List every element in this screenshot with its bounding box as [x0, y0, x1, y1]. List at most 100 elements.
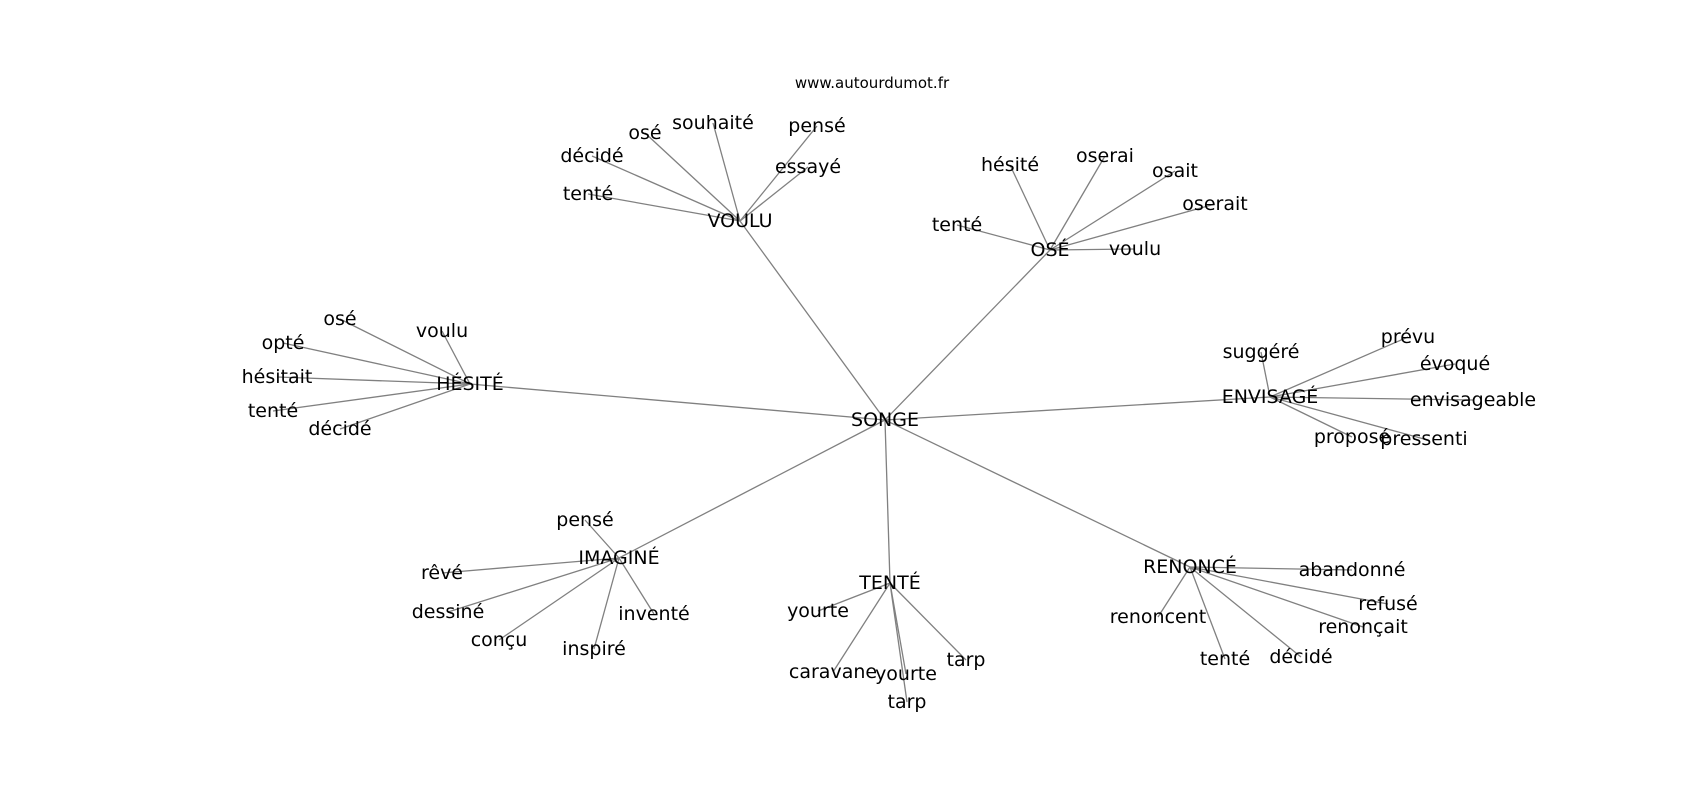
- hub-child-edge: [1049, 155, 1106, 251]
- hub-child-edge: [584, 519, 620, 559]
- hub-child-edge: [441, 557, 620, 574]
- leaf-node-label: yourte: [787, 600, 849, 622]
- leaf-node-label: osé: [628, 122, 661, 144]
- hub-child-edge: [1189, 566, 1302, 658]
- leaf-node-label: pensé: [788, 115, 845, 137]
- leaf-node-label: pensé: [556, 509, 613, 531]
- leaf-node-label: rêvé: [421, 562, 463, 584]
- leaf-node-label: yourte: [875, 663, 937, 685]
- leaf-node-label: oserai: [1076, 145, 1134, 167]
- hub-child-edge: [587, 193, 741, 222]
- hub-node-label: VOULU: [707, 210, 772, 232]
- hub-node-label: HÉSITÉ: [436, 372, 504, 395]
- root-hub-edge: [884, 249, 1051, 421]
- hub-child-edge: [956, 224, 1051, 251]
- hub-child-edge: [272, 383, 471, 412]
- root-hub-edge: [884, 396, 1271, 421]
- root-hub-edge: [469, 383, 886, 421]
- root-node-label: SONGE: [851, 409, 919, 431]
- hub-child-edge: [1269, 363, 1456, 398]
- hub-child-edge: [1189, 566, 1364, 628]
- hub-child-edge: [1189, 566, 1389, 605]
- leaf-node-label: hésité: [981, 154, 1039, 176]
- leaf-node-label: tenté: [248, 400, 298, 422]
- hub-child-edge: [832, 582, 891, 673]
- leaf-node-label: décidé: [1269, 646, 1332, 668]
- leaf-node-label: souhaité: [672, 112, 754, 134]
- root-hub-edge: [739, 220, 886, 421]
- leaf-node-label: proposé: [1314, 426, 1390, 448]
- root-hub-edge: [884, 419, 891, 584]
- leaf-node-label: voulu: [416, 320, 468, 342]
- hub-child-edge: [618, 557, 655, 615]
- hub-child-edge: [1049, 170, 1176, 251]
- hub-child-edge: [498, 557, 620, 641]
- hub-child-edge: [712, 122, 741, 222]
- hub-child-edge: [1269, 396, 1425, 440]
- leaf-node-label: renoncent: [1110, 606, 1206, 628]
- leaf-node-label: suggéré: [1223, 341, 1300, 363]
- hub-node-label: TENTÉ: [858, 571, 920, 594]
- leaf-node-label: essayé: [775, 156, 841, 178]
- leaf-node-label: abandonné: [1299, 559, 1406, 581]
- leaf-node-label: renonçait: [1318, 616, 1408, 638]
- leaf-node-label: tenté: [932, 214, 982, 236]
- root-hub-edge: [884, 419, 1191, 568]
- hub-child-edge: [1009, 164, 1051, 251]
- hub-child-edge: [644, 132, 741, 222]
- hub-child-edge: [1049, 203, 1216, 251]
- hub-node-label: RENONCÉ: [1143, 555, 1237, 578]
- hub-child-edge: [1049, 248, 1136, 251]
- leaf-node-label: opté: [262, 332, 305, 354]
- hub-child-edge: [339, 383, 471, 430]
- hub-child-edge: [1260, 351, 1271, 398]
- hub-child-edge: [447, 557, 620, 613]
- leaf-node-label: envisageable: [1410, 389, 1536, 411]
- leaf-node-label: tenté: [1200, 648, 1250, 670]
- leaf-node-label: voulu: [1109, 238, 1161, 260]
- hub-child-edge: [276, 376, 471, 385]
- hub-child-edge: [1269, 396, 1474, 401]
- hub-child-edge: [593, 557, 620, 650]
- leaf-node-label: inspiré: [562, 638, 626, 660]
- hub-child-edge: [1189, 566, 1226, 660]
- hub-node-label: ENVISAGÉ: [1222, 385, 1319, 408]
- hub-child-edge: [889, 582, 907, 675]
- leaf-node-label: tarp: [888, 691, 927, 713]
- hub-child-edge: [282, 342, 471, 385]
- leaf-node-label: refusé: [1358, 593, 1417, 615]
- hub-child-edge: [1269, 336, 1409, 398]
- hub-node-label: OSÉ: [1030, 238, 1069, 261]
- hub-child-edge: [739, 166, 809, 222]
- hub-child-edge: [1189, 566, 1353, 571]
- root-hub-edge: [618, 419, 886, 559]
- hub-child-edge: [591, 155, 741, 222]
- leaf-node-label: évoqué: [1420, 353, 1490, 375]
- leaf-node-label: hésitait: [242, 366, 313, 388]
- leaf-node-label: inventé: [618, 603, 689, 625]
- leaf-node-label: pressenti: [1380, 428, 1467, 450]
- hub-child-edge: [441, 330, 471, 385]
- hub-child-edge: [889, 582, 967, 661]
- leaf-node-label: prévu: [1381, 326, 1435, 348]
- hub-child-edge: [1269, 396, 1353, 438]
- leaf-node-label: caravane: [789, 661, 877, 683]
- leaf-node-label: tenté: [563, 183, 613, 205]
- leaf-node-label: tarp: [947, 649, 986, 671]
- hub-node-label: IMAGINÉ: [578, 546, 659, 569]
- leaf-node-label: décidé: [308, 418, 371, 440]
- leaf-node-label: osait: [1152, 160, 1198, 182]
- edges-layer: [272, 122, 1474, 703]
- leaf-node-label: oserait: [1182, 193, 1247, 215]
- source-url: www.autourdumot.fr: [795, 74, 950, 92]
- hub-child-edge: [817, 582, 891, 612]
- leaf-node-label: conçu: [471, 629, 528, 651]
- leaf-node-label: osé: [323, 308, 356, 330]
- hub-child-edge: [1157, 566, 1191, 618]
- hub-child-edge: [739, 125, 818, 222]
- leaf-node-label: dessiné: [412, 601, 485, 623]
- hub-child-edge: [339, 318, 471, 385]
- leaf-node-label: décidé: [560, 145, 623, 167]
